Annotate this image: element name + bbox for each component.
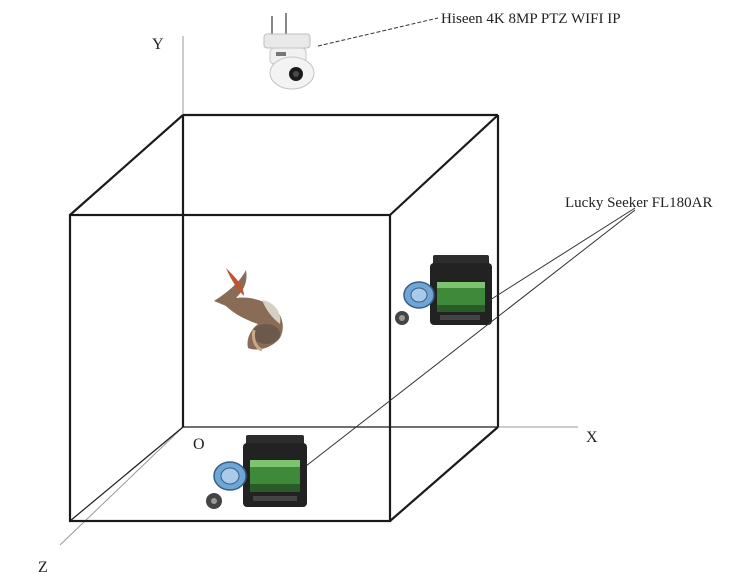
camera-label: Hiseen 4K 8MP PTZ WIFI IP: [441, 11, 621, 27]
fishfinder-icon: [206, 435, 307, 509]
y-axis-label: Y: [152, 36, 164, 53]
fishfinder-icon: [395, 255, 492, 325]
z-axis: [60, 427, 183, 545]
camera-leader-line: [318, 18, 438, 46]
sonar-label: Lucky Seeker FL180AR: [565, 195, 712, 211]
z-axis-label: Z: [38, 559, 48, 574]
x-axis-label: X: [586, 429, 598, 446]
fish-icon: [214, 268, 283, 350]
ptz-camera-icon: [264, 13, 314, 89]
origin-label: O: [193, 436, 205, 453]
coordinate-axes: [60, 36, 578, 545]
